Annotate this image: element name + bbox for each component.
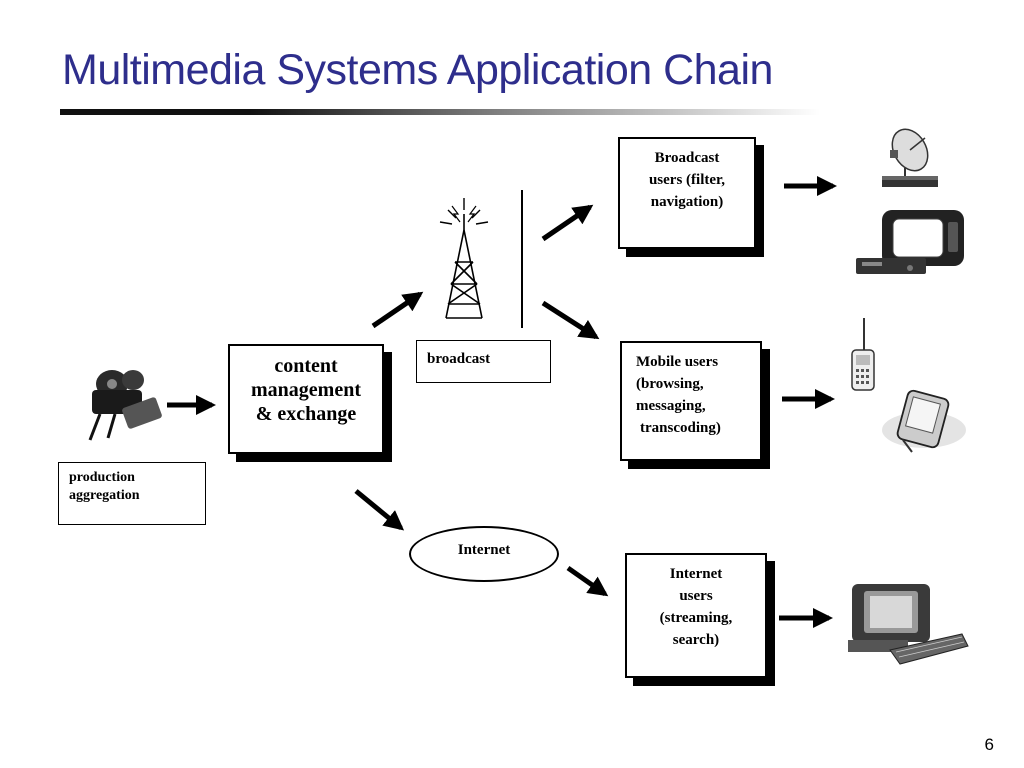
- content-line-3: & exchange: [255, 403, 357, 425]
- mobile-users-box: Mobile users (browsing, messaging, trans…: [620, 341, 762, 461]
- pda-icon: [882, 389, 966, 453]
- content-line-1: content: [274, 355, 338, 377]
- flow-arrows: [167, 176, 837, 628]
- broadcast-box: broadcast: [416, 340, 551, 383]
- arrow-content-to-tower: [371, 291, 424, 329]
- arrow-tower-to-mobile-users: [541, 300, 600, 340]
- arrow-internet-to-internet-users: [566, 565, 609, 597]
- arrow-content-to-internet: [354, 489, 405, 531]
- arrow-tower-to-broadcast-users: [541, 204, 594, 242]
- broadcast-users-box: Broadcast users (filter, navigation): [618, 137, 756, 249]
- aggregation-line: aggregation: [69, 488, 140, 503]
- internet-users-line-3: (streaming,: [659, 610, 733, 626]
- television-icon: [856, 210, 964, 274]
- production-line: production: [69, 470, 135, 485]
- internet-label: Internet: [457, 542, 511, 558]
- page-number: 6: [984, 735, 994, 754]
- internet-users-line-2: users: [679, 588, 713, 604]
- mobile-users-line-4: transcoding): [640, 420, 721, 436]
- desktop-computer-icon: [848, 584, 969, 665]
- mobile-users-line-1: Mobile users: [636, 354, 719, 370]
- broadcast-label: broadcast: [427, 351, 491, 367]
- title-underline: [60, 109, 820, 115]
- internet-users-line-1: Internet: [669, 566, 723, 582]
- internet-ellipse: Internet: [409, 526, 559, 582]
- satellite-dish-icon: [882, 128, 938, 187]
- internet-users-box: Internet users (streaming, search): [625, 553, 767, 678]
- mobile-users-line-2: (browsing,: [636, 376, 704, 392]
- production-aggregation-box: production aggregation: [58, 462, 206, 525]
- film-camera-icon: [88, 370, 162, 441]
- broadcast-users-line-3: navigation): [650, 194, 724, 210]
- broadcast-users-line-2: users (filter,: [648, 172, 726, 188]
- broadcast-users-line-1: Broadcast: [654, 150, 720, 166]
- content-line-2: management: [251, 379, 361, 401]
- content-management-box: content management & exchange: [228, 344, 384, 454]
- mobile-phone-icon: [851, 318, 875, 391]
- broadcast-tower-icon: [439, 198, 489, 319]
- mobile-users-line-3: messaging,: [636, 398, 706, 414]
- slide-title: Multimedia Systems Application Chain: [62, 46, 773, 94]
- internet-users-line-4: search): [672, 632, 720, 648]
